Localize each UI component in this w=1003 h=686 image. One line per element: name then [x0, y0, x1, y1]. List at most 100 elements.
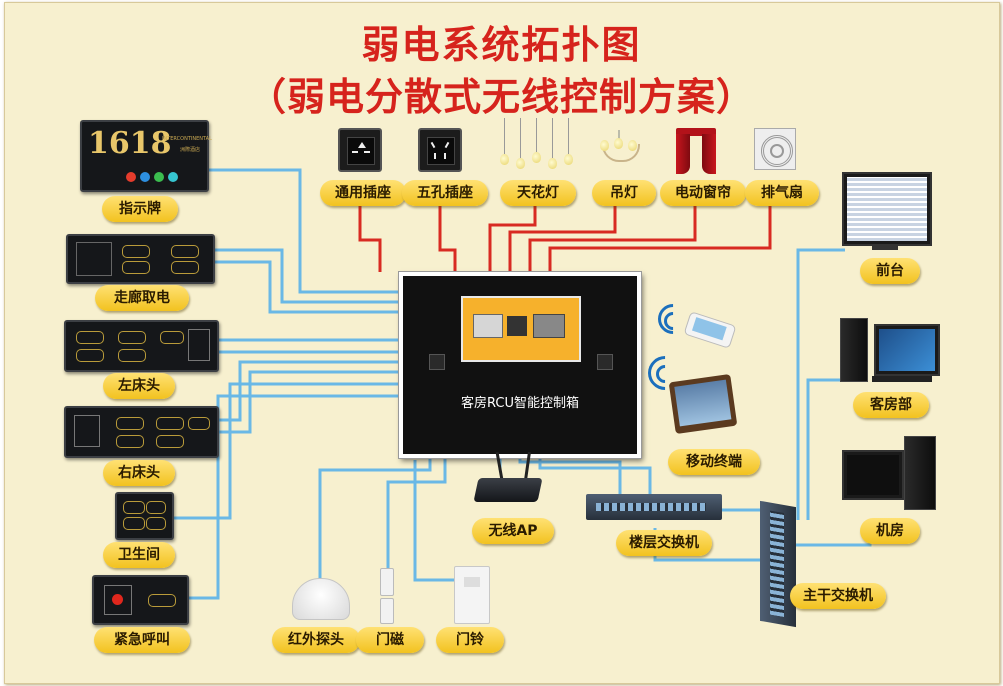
- wire-five-hole-socket: [438, 205, 457, 272]
- label-mobile-terminal: 移动终端: [668, 449, 760, 475]
- diagram-subtitle: （弱电分散式无线控制方案）: [247, 74, 755, 119]
- wire-right-bedside: [215, 370, 399, 434]
- emergency-button: [104, 585, 132, 615]
- key-button: [123, 517, 145, 530]
- status-indicator-blue: [140, 172, 150, 182]
- wire-core-machineroom: [790, 520, 872, 547]
- label-wireless-ap: 无线AP: [472, 518, 554, 544]
- key-button: [118, 331, 146, 344]
- switch-icon: [760, 500, 796, 628]
- monitor-icon: [874, 324, 940, 376]
- key-button: [76, 349, 104, 362]
- key-button: [123, 501, 145, 514]
- key-button: [122, 245, 150, 258]
- card-slot-icon: [76, 242, 112, 276]
- wire-chandelier: [508, 205, 617, 272]
- label-curtain: 电动窗帘: [660, 180, 746, 206]
- left-bedside-panel: [64, 320, 219, 372]
- key-button: [156, 417, 184, 430]
- router-icon: [470, 451, 546, 508]
- ceiling-lights-icon: [496, 118, 580, 174]
- switch-icon: [586, 494, 722, 520]
- label-five-hole-socket: 五孔插座: [402, 180, 488, 206]
- right-bedside-panel: [64, 406, 219, 458]
- status-indicator-green: [154, 172, 164, 182]
- tablet-icon: [668, 373, 738, 435]
- key-button: [171, 245, 199, 258]
- chandelier-icon: [598, 130, 640, 174]
- label-ceiling-lights: 天花灯: [500, 180, 576, 206]
- label-left-bedside: 左床头: [103, 373, 175, 399]
- wire-emergency: [185, 394, 399, 600]
- key-button: [146, 517, 166, 530]
- wire-doorplate: [207, 168, 399, 294]
- latch-left: [429, 354, 445, 370]
- wire-curtain: [528, 205, 697, 272]
- status-indicator-red: [126, 172, 136, 182]
- call-icon: [112, 594, 123, 605]
- controller-label: 客房RCU智能控制箱: [461, 396, 579, 411]
- monitor-icon: [842, 172, 932, 246]
- breaker-window: [461, 296, 581, 362]
- label-core-switch: 主干交换机: [790, 583, 886, 609]
- power-lines: [358, 205, 772, 272]
- label-floor-switch: 楼层交换机: [616, 530, 712, 556]
- key-button: [122, 261, 150, 274]
- wire-corridor-2: [213, 248, 399, 304]
- label-exhaust-fan: 排气扇: [745, 180, 819, 206]
- wire-exhaust-fan: [548, 205, 772, 272]
- status-indicator-cyan: [168, 172, 178, 182]
- label-front-desk: 前台: [860, 258, 920, 284]
- doorbell-icon: [454, 566, 490, 624]
- key-button: [146, 501, 166, 514]
- key-button: [76, 331, 104, 344]
- key-button: [160, 331, 184, 344]
- label-right-bedside: 右床头: [103, 460, 175, 486]
- monitor-stand: [872, 244, 898, 250]
- wire-ir-sensor: [318, 450, 432, 580]
- keyboard-icon: [872, 376, 932, 382]
- rcu-controller-box: 客房RCU智能控制箱: [399, 272, 641, 458]
- label-housekeeping: 客房部: [853, 392, 929, 418]
- universal-socket-icon: [338, 128, 382, 172]
- wire-universal-socket: [358, 205, 382, 272]
- tower-icon: [904, 436, 936, 510]
- corridor-panel: [66, 234, 215, 284]
- label-door-magnet: 门磁: [356, 627, 424, 653]
- exhaust-fan-icon: [754, 128, 796, 170]
- wire-core-housekeeping: [806, 378, 845, 520]
- curtain-icon: [676, 128, 716, 174]
- emergency-panel: [92, 575, 189, 625]
- wire-rcu-switch: [538, 450, 652, 495]
- socket-icon: [188, 329, 210, 361]
- key-button: [156, 435, 184, 448]
- monitor-icon: [842, 450, 904, 500]
- socket-icon: [74, 415, 100, 447]
- label-doorbell: 门铃: [436, 627, 504, 653]
- wire-doorbell: [413, 460, 460, 582]
- label-corridor: 走廊取电: [95, 285, 189, 311]
- label-doorplate: 指示牌: [102, 196, 178, 222]
- key-button: [116, 417, 144, 430]
- label-machine-room: 机房: [860, 518, 920, 544]
- key-button: [148, 594, 176, 607]
- doorplate-panel: 1618 INTERCONTINENTAL 洲際酒店: [80, 120, 212, 192]
- key-button: [116, 435, 144, 448]
- wire-right-bedside-2: [215, 360, 399, 422]
- label-bathroom: 卫生间: [103, 542, 175, 568]
- brand-text: INTERCONTINENTAL: [162, 136, 212, 142]
- bathroom-panel: [115, 492, 174, 540]
- latch-right: [597, 354, 613, 370]
- door-magnet-icon: [380, 568, 394, 624]
- diagram-title: 弱电系统拓扑图: [361, 22, 642, 67]
- label-chandelier: 吊灯: [592, 180, 656, 206]
- tower-icon: [840, 318, 868, 382]
- wire-core-frontdesk: [796, 248, 845, 520]
- label-emergency: 紧急呼叫: [94, 627, 190, 653]
- label-universal-socket: 通用插座: [320, 180, 406, 206]
- key-button: [118, 349, 146, 362]
- wire-ceiling-lights: [488, 205, 537, 272]
- label-ir-sensor: 红外探头: [272, 627, 360, 653]
- five-hole-socket-icon: [418, 128, 462, 172]
